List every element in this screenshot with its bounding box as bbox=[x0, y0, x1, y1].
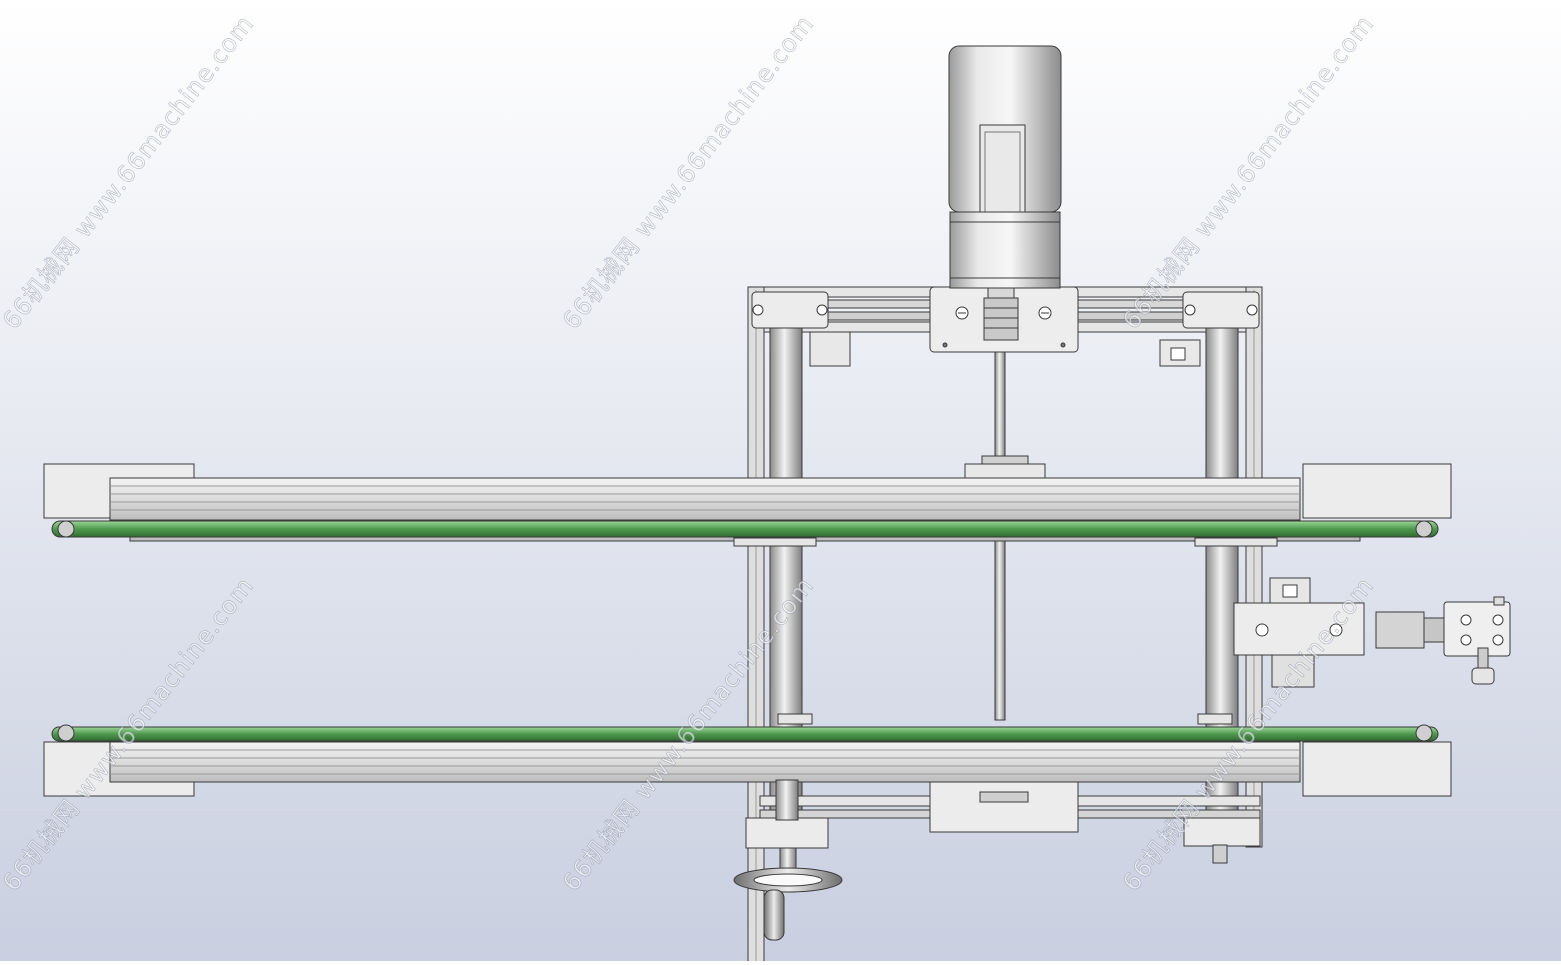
shaft-coupling bbox=[983, 285, 1019, 341]
gear-motor bbox=[948, 45, 1062, 289]
upper-conveyor bbox=[43, 463, 1452, 542]
frame-tabs bbox=[809, 331, 1201, 367]
sensor-bracket bbox=[1233, 577, 1511, 688]
hand-crank bbox=[733, 779, 843, 941]
lower-conveyor bbox=[43, 724, 1452, 797]
mid-clamps bbox=[733, 537, 1278, 725]
column-bearing-blocks bbox=[751, 291, 1260, 329]
bottom-frame bbox=[759, 781, 1261, 864]
